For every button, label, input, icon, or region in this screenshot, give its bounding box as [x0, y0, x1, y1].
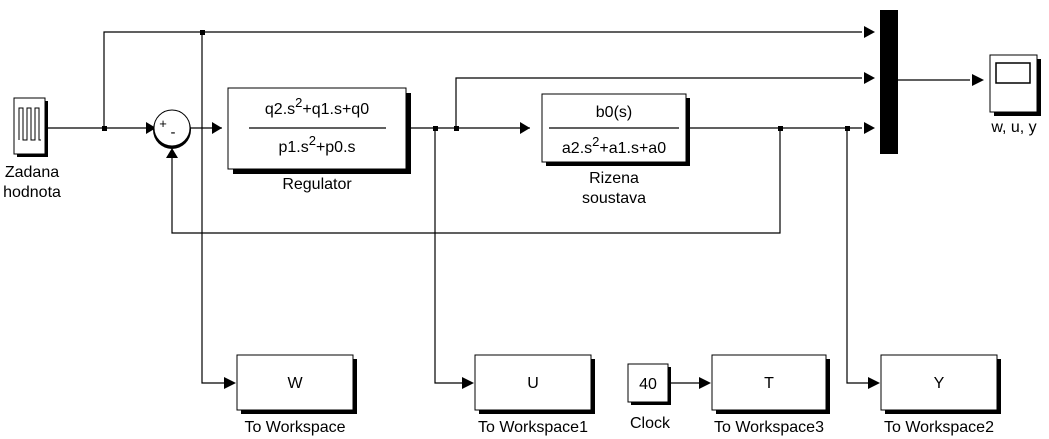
mux-block[interactable] [880, 10, 898, 154]
plant-denominator: a2.s2+a1.s+a0 [562, 134, 666, 157]
branch-point [845, 126, 850, 131]
scope-block[interactable] [989, 54, 1041, 116]
to-workspace-t-block[interactable]: T [711, 354, 830, 414]
to-workspace-w-block[interactable]: W [236, 354, 357, 414]
workspace-y-var: Y [934, 375, 945, 392]
wire-w-to-workspace [201, 32, 230, 384]
clock-label: Clock [630, 415, 671, 432]
arrowhead-sum-feedback [166, 148, 178, 158]
arrowheads [146, 26, 984, 389]
arrowhead-workspace-y-in [868, 377, 880, 389]
scope-label: w, u, y [990, 119, 1036, 136]
arrowhead-workspace-u-in [462, 377, 474, 389]
plant-label-line2: soustava [582, 190, 646, 207]
branch-point [433, 126, 438, 131]
scope-screen-icon [995, 62, 1031, 84]
sum-minus-sign: - [171, 124, 176, 141]
pulse-generator-block[interactable] [13, 97, 48, 157]
arrowhead-scope-in [972, 74, 984, 86]
arrowhead-plant-in [520, 122, 530, 134]
regulator-block[interactable]: q2.s2+q1.s+q0 p1.s2+p0.s [227, 87, 411, 174]
regulator-label: Regulator [282, 176, 352, 193]
wire-w-to-mux [103, 31, 862, 128]
arrowhead-mux-in-3 [864, 122, 875, 134]
workspace-w-var: W [287, 375, 303, 392]
regulator-numerator: q2.s2+q1.s+q0 [265, 95, 369, 118]
branch-point [778, 126, 783, 131]
to-workspace-u-block[interactable]: U [474, 354, 595, 414]
wire-u-to-workspace [434, 128, 468, 384]
arrowhead-sum-in [146, 122, 156, 134]
workspace-w-label: To Workspace [244, 419, 345, 436]
workspace-u-var: U [527, 375, 539, 392]
source-label-line1: Zadana [5, 164, 59, 181]
workspace-u-label: To Workspace1 [478, 419, 588, 436]
sum-plus-sign: + [159, 116, 167, 131]
clock-block[interactable]: 40 [627, 363, 671, 405]
sum-block[interactable]: + - [153, 109, 191, 149]
plant-block[interactable]: b0(s) a2.s2+a1.s+a0 [541, 93, 690, 166]
workspace-t-label: To Workspace3 [714, 419, 824, 436]
source-label-line2: hodnota [3, 184, 61, 201]
branch-point [200, 30, 205, 35]
wire-feedback [171, 128, 781, 234]
branch-point [454, 126, 459, 131]
to-workspace-y-block[interactable]: Y [880, 354, 1001, 414]
wire-y-to-workspace [846, 128, 872, 384]
arrowhead-mux-in-2 [864, 72, 875, 84]
wires [44, 31, 970, 384]
plant-label-line1: Rizena [589, 170, 639, 187]
plant-numerator: b0(s) [596, 104, 632, 121]
workspace-t-var: T [764, 375, 774, 392]
square-wave-icon [18, 107, 41, 141]
branch-points [102, 30, 850, 131]
clock-value: 40 [639, 376, 657, 393]
arrowhead-workspace-w-in [224, 377, 236, 389]
arrowhead-regulator-in [212, 122, 222, 134]
regulator-denominator: p1.s2+p0.s [278, 133, 355, 156]
arrowhead-workspace-t-in [699, 377, 711, 389]
branch-point [102, 126, 107, 131]
arrowhead-mux-in-1 [864, 26, 875, 38]
workspace-y-label: To Workspace2 [884, 419, 994, 436]
wire-u-to-mux [455, 77, 862, 128]
